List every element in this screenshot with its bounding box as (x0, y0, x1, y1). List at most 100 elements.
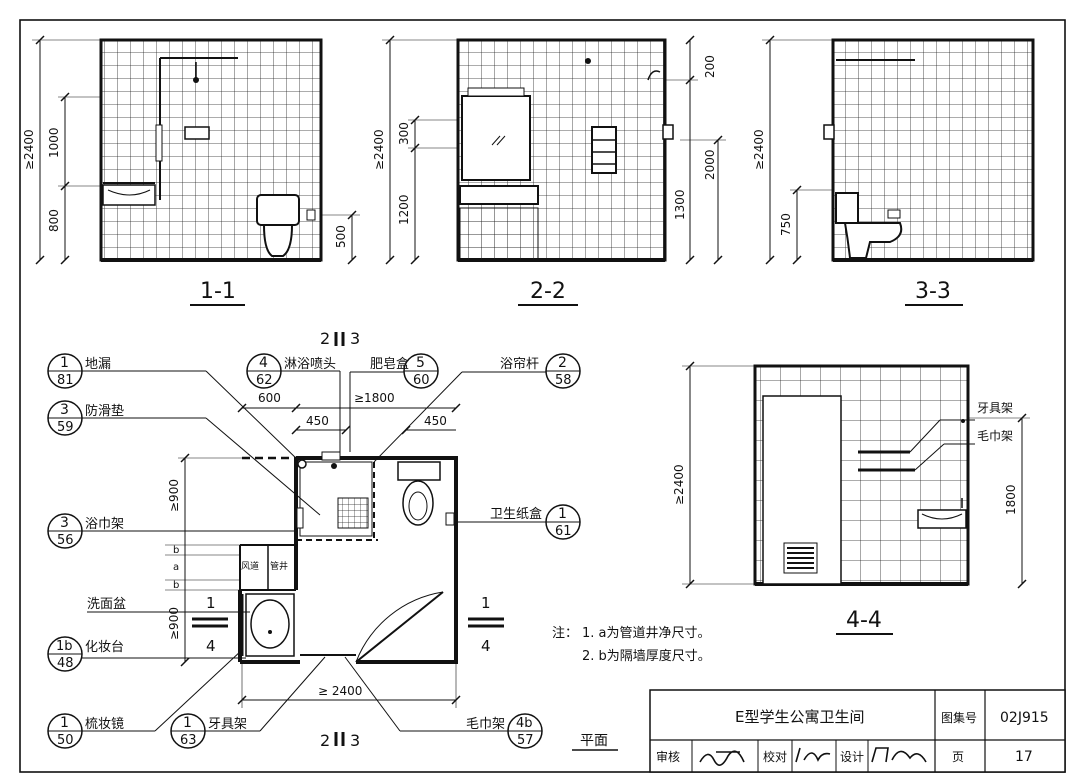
svg-text:60: 60 (413, 373, 430, 388)
e11-dim-500: 500 (334, 225, 348, 248)
sheet-border (19, 19, 1066, 773)
e33-label: 3-3 (915, 279, 951, 304)
callout-soap-dish: 5 60 肥皂盒 (349, 353, 439, 452)
svg-text:1: 1 (558, 506, 567, 522)
svg-text:56: 56 (57, 533, 74, 548)
e11-label: 1-1 (200, 279, 236, 304)
svg-text:58: 58 (555, 373, 572, 388)
svg-text:牙具架: 牙具架 (208, 717, 247, 732)
svg-text:4: 4 (259, 355, 268, 371)
atlas-label: 图集号 (941, 710, 977, 725)
callout-toothbrush-rack: 1 63 牙具架 (170, 656, 326, 749)
plan-mark-b1: b (173, 545, 179, 556)
svg-text:浴巾架: 浴巾架 (85, 517, 124, 532)
callout-mirror: 1 50 梳妆镜 (47, 649, 243, 749)
callout-tissue-box: 1 61 卫生纸盒 (454, 504, 581, 540)
e22-dim-2400: ≥2400 (372, 129, 386, 170)
shaft-label-duct: 风道 (241, 560, 259, 572)
plan-title: 平面 (580, 733, 608, 749)
e11-dim-1000: 1000 (47, 127, 61, 158)
e22-dim-200: 200 (703, 55, 717, 78)
e44-callout-towel: 毛巾架 (977, 429, 1013, 443)
cut-right-bottom: 4 (481, 637, 491, 655)
svg-text:3: 3 (60, 402, 69, 418)
check-label: 校对 (763, 749, 787, 764)
callout-floor-drain: 1 81 地漏 (47, 353, 301, 463)
e22-dim-2000: 2000 (703, 149, 717, 180)
callout-antislip-mat: 3 59 防滑垫 (47, 400, 321, 516)
svg-text:63: 63 (180, 733, 197, 748)
e44-label: 4-4 (846, 608, 882, 633)
svg-text:梳妆镜: 梳妆镜 (85, 717, 124, 732)
floor-plan: 风道 管井 2 3 2 3 (165, 329, 618, 751)
cut-top-right: 3 (350, 329, 360, 348)
svg-text:1b: 1b (56, 639, 73, 654)
svg-text:毛巾架: 毛巾架 (466, 717, 505, 732)
svg-text:淋浴喷头: 淋浴喷头 (284, 357, 336, 372)
plan-dim-2400: ≥ 2400 (318, 684, 362, 698)
notes-line2: 2. b为隔墙厚度尺寸。 (582, 648, 711, 664)
svg-text:浴帘杆: 浴帘杆 (500, 356, 539, 372)
plan-dim-450b: 450 (424, 414, 447, 428)
elevation-4-4: 牙具架 毛巾架 ≥2400 1800 4-4 (672, 361, 1030, 635)
svg-text:81: 81 (57, 373, 74, 388)
design-label: 设计 (840, 750, 864, 764)
svg-text:洗面盆: 洗面盆 (87, 597, 126, 612)
svg-text:1: 1 (60, 355, 69, 371)
callout-bath-towel-rack: 3 56 浴巾架 (47, 513, 297, 549)
notes: 注： 1. a为管道井净尺寸。 2. b为隔墙厚度尺寸。 (552, 626, 711, 664)
plan-mark-b2: b (173, 580, 179, 591)
callout-shower-head: 4 62 淋浴喷头 (246, 353, 341, 455)
svg-text:化妆台: 化妆台 (85, 640, 124, 655)
cut-left-top: 1 (206, 594, 216, 612)
title-block: E型学生公寓卫生间 图集号 02J915 审核 校对 设计 页 17 (649, 689, 1066, 773)
svg-text:肥皂盒: 肥皂盒 (370, 356, 409, 372)
e22-dim-300: 300 (397, 122, 411, 145)
notes-line1: 1. a为管道井净尺寸。 (582, 626, 711, 641)
plan-dim-900a: ≥900 (167, 479, 181, 512)
callout-washbasin: 洗面盆 (87, 597, 250, 613)
plan-mark-a: a (173, 562, 179, 573)
page-label: 页 (952, 750, 964, 764)
shaft-label-pipe: 管井 (270, 560, 288, 572)
check-signature (795, 747, 831, 763)
plan-dim-900b: ≥900 (167, 607, 181, 640)
callout-curtain-rod: 2 58 浴帘杆 (373, 353, 581, 463)
e33-dim-750: 750 (779, 213, 793, 236)
callouts: 1 81 地漏 3 59 防滑垫 3 56 浴巾架 洗面盆 (47, 353, 581, 749)
svg-text:卫生纸盒: 卫生纸盒 (490, 506, 542, 522)
plan-dim-1800: ≥1800 (354, 391, 395, 405)
e44-dim-1800: 1800 (1004, 484, 1018, 515)
callout-towel-rack: 4b 57 毛巾架 (344, 656, 543, 749)
svg-text:59: 59 (57, 420, 74, 435)
plan-dim-450a: 450 (306, 414, 329, 428)
svg-text:48: 48 (57, 656, 74, 671)
e44-callout-toothbrush: 牙具架 (977, 401, 1013, 415)
e22-label: 2-2 (530, 279, 566, 304)
review-signature (699, 750, 745, 766)
cut-top-left: 2 (320, 329, 330, 348)
svg-text:4b: 4b (516, 716, 533, 731)
svg-text:1: 1 (60, 715, 69, 731)
svg-text:1: 1 (183, 715, 192, 731)
cut-left-bottom: 4 (206, 637, 216, 655)
svg-text:61: 61 (555, 524, 572, 539)
cut-bottom-right: 3 (350, 731, 360, 750)
e11-dim-2400: ≥2400 (22, 129, 36, 170)
drawing-title: E型学生公寓卫生间 (735, 708, 864, 726)
elevation-2-2: ≥2400 300 1200 200 2000 1300 2-2 (372, 35, 726, 306)
notes-label: 注： (552, 626, 578, 641)
svg-text:5: 5 (416, 355, 425, 371)
elevation-3-3: ≥2400 750 3-3 (752, 35, 1035, 306)
atlas-number: 02J915 (1000, 710, 1049, 726)
cut-bottom-left: 2 (320, 731, 330, 750)
elevation-1-1: ≥2400 1000 800 500 1-1 (22, 35, 360, 306)
svg-text:50: 50 (57, 733, 74, 748)
design-signature (871, 747, 927, 763)
e33-dim-2400: ≥2400 (752, 129, 766, 170)
svg-text:62: 62 (256, 373, 273, 388)
svg-text:2: 2 (558, 355, 567, 371)
plan-dim-600: 600 (258, 391, 281, 405)
e22-dim-1200: 1200 (397, 194, 411, 225)
